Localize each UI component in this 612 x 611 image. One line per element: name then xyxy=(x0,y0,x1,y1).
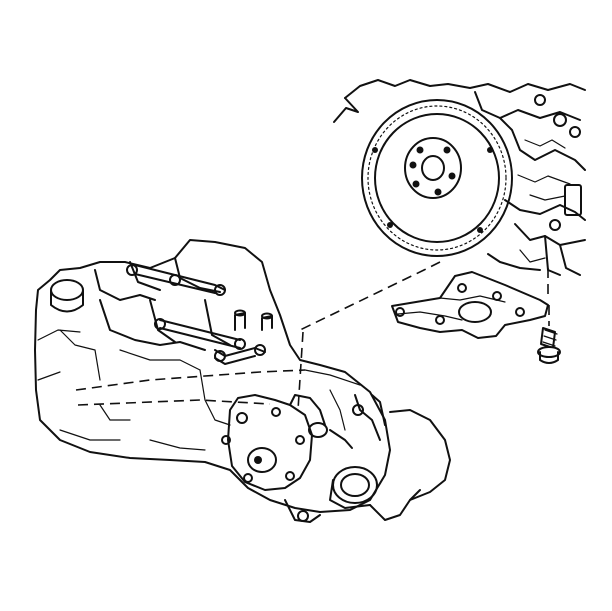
mounting-bracket xyxy=(391,271,549,339)
bolt xyxy=(537,327,561,364)
alignment-lines xyxy=(75,261,550,411)
transaxle-case xyxy=(34,239,451,523)
engine-block xyxy=(333,79,586,276)
flywheel xyxy=(361,99,513,257)
